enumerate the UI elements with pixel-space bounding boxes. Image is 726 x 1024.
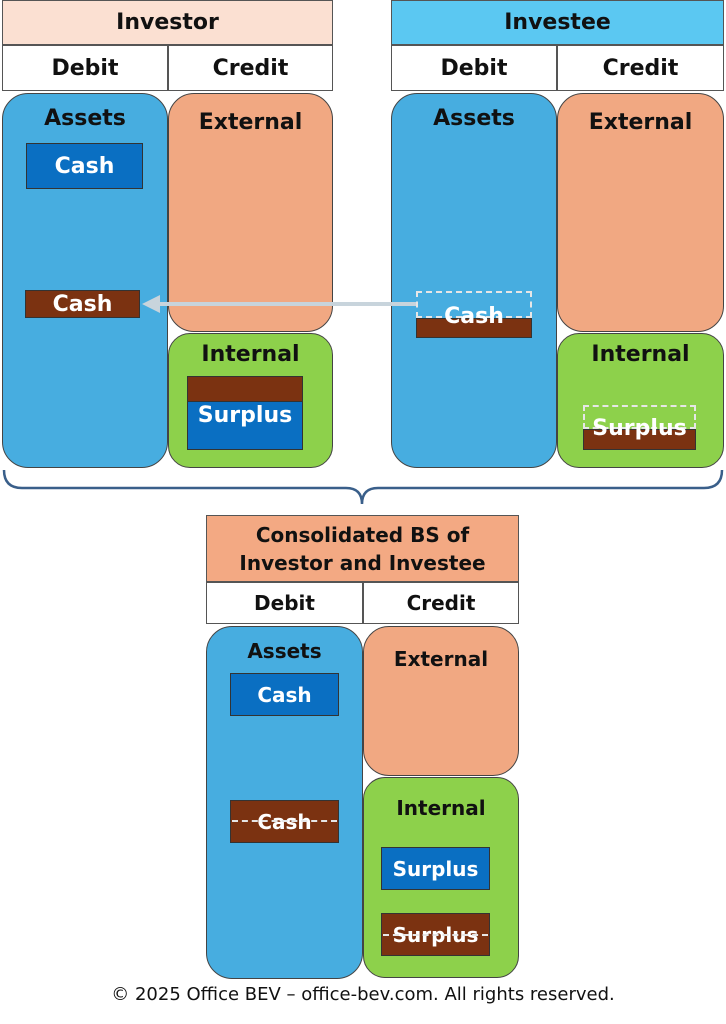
investor-header: Investor [2, 0, 333, 45]
investor-external-block [168, 93, 333, 332]
investor-credit-header: Credit [168, 45, 333, 91]
copyright-footer: © 2025 Office BEV – office-bev.com. All … [111, 984, 615, 1005]
consolidated-debit-label: Debit [254, 591, 315, 615]
consolidated-external-label: External [393, 647, 489, 671]
consolidated-title-line1: Consolidated BS of [255, 522, 470, 547]
investee-external-label: External [588, 110, 693, 135]
investee-credit-header: Credit [557, 45, 724, 91]
consolidated-title-line2: Investor and Investee [239, 550, 486, 575]
investor-cash-top: Cash [26, 143, 143, 189]
investee-title: Investee [504, 10, 611, 35]
investee-assets-block [391, 93, 557, 468]
consolidated-surplus-top-label: Surplus [392, 856, 479, 881]
consolidated-surplus-top: Surplus [381, 847, 490, 890]
consolidation-brace [2, 469, 724, 505]
investee-debit-header: Debit [391, 45, 557, 91]
consolidated-debit-header: Debit [206, 582, 363, 624]
consolidated-internal-label: Internal [396, 796, 486, 820]
investee-cash: Cash [416, 302, 532, 330]
consolidated-cash-strike [232, 820, 337, 822]
investor-cash-received: Cash [25, 290, 140, 318]
investee-surplus-brown [583, 429, 696, 450]
consolidated-credit-label: Credit [406, 591, 476, 615]
investor-surplus-brown [187, 376, 303, 402]
investor-internal-label: Internal [201, 342, 300, 367]
investor-surplus: Surplus [187, 401, 303, 450]
transfer-arrow-and-brace [2, 295, 724, 505]
consolidated-header: Consolidated BS of Investor and Investee [206, 515, 519, 582]
investee-header: Investee [391, 0, 724, 45]
consolidated-external-block [363, 626, 519, 776]
investor-debit-label: Debit [51, 55, 119, 81]
investor-external-label: External [198, 110, 303, 135]
consolidated-surplus-strike [383, 934, 488, 936]
investee-external-block [557, 93, 724, 332]
consolidated-cash-top: Cash [230, 673, 339, 716]
investee-surplus-removed-outline [583, 405, 696, 429]
cash-transfer-arrow [142, 295, 416, 313]
investee-assets-label: Assets [433, 106, 515, 131]
investee-cash-label: Cash [444, 303, 504, 329]
investee-cash-brown [416, 318, 532, 338]
investor-title: Investor [116, 10, 219, 35]
investee-cash-removed-outline [416, 291, 532, 318]
consolidated-credit-header: Credit [363, 582, 519, 624]
investee-credit-label: Credit [602, 55, 679, 81]
investee-surplus: Surplus [583, 414, 696, 442]
investee-debit-label: Debit [440, 55, 508, 81]
investor-credit-label: Credit [212, 55, 289, 81]
investor-cash-top-label: Cash [54, 153, 115, 179]
investor-cash-received-label: Cash [52, 291, 113, 317]
investee-surplus-label: Surplus [592, 415, 687, 441]
investor-debit-header: Debit [2, 45, 168, 91]
investee-internal-label: Internal [591, 342, 690, 367]
investor-surplus-label: Surplus [197, 403, 293, 428]
consolidated-cash-top-label: Cash [257, 682, 312, 707]
consolidated-assets-label: Assets [247, 639, 322, 663]
investor-assets-label: Assets [44, 106, 126, 131]
